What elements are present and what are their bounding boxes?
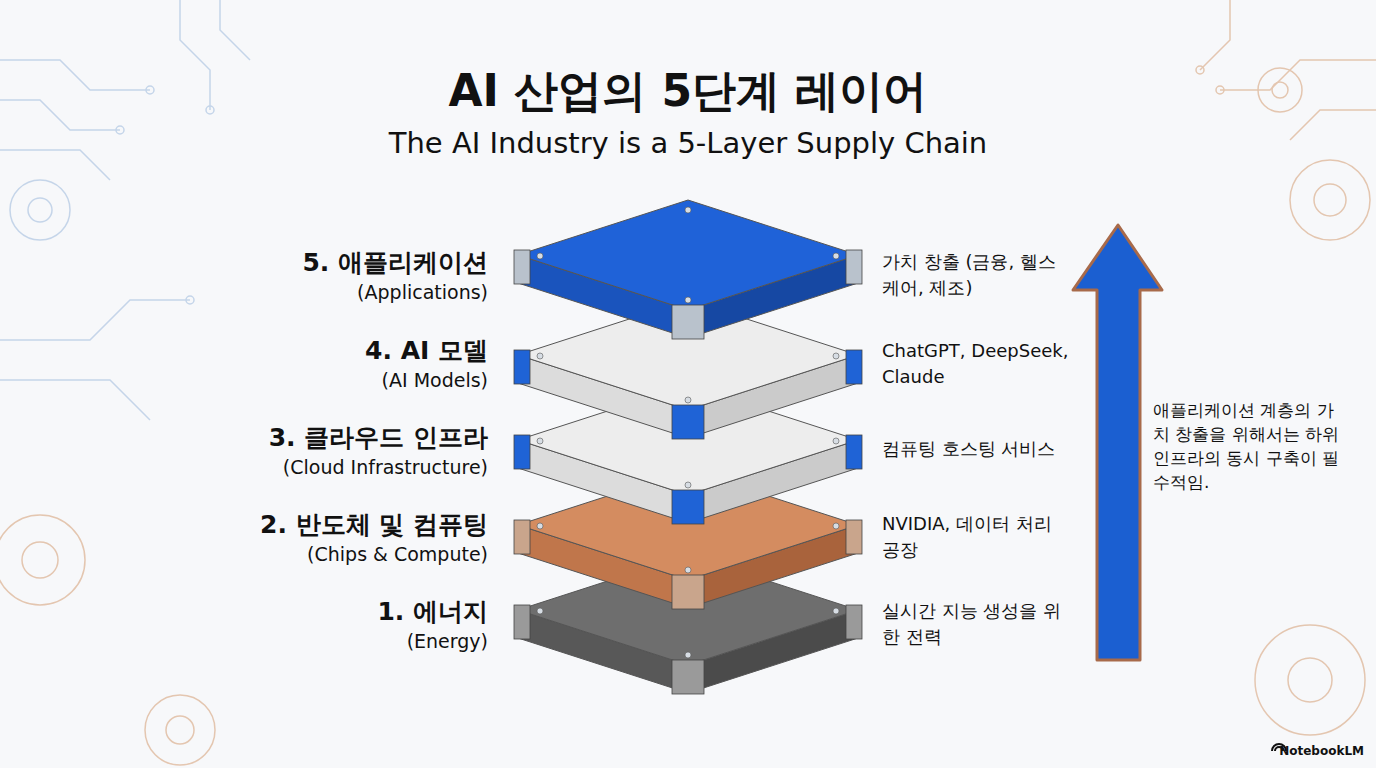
corner-bracket <box>846 605 862 639</box>
layer-subtitle: (Applications) <box>230 279 488 305</box>
slab-face <box>518 470 858 580</box>
up-arrow <box>1073 225 1162 660</box>
screw <box>833 608 839 614</box>
screw <box>537 608 543 614</box>
watermark: NotebookLM <box>1279 744 1364 758</box>
screw <box>685 482 691 488</box>
corner-bracket <box>672 575 704 609</box>
corner-bracket <box>846 350 862 384</box>
layer-description: 실시간 지능 생성을 위한 전력 <box>882 598 1072 650</box>
caption: The AI Industry is a 5-Layer Supply Chai… <box>0 126 1376 160</box>
layer-description: NVIDIA, 데이터 처리 공장 <box>882 511 1072 563</box>
corner-bracket <box>672 660 704 694</box>
screw <box>685 297 691 303</box>
corner-bracket <box>672 490 704 524</box>
screw <box>833 438 839 444</box>
corner-bracket <box>514 520 530 554</box>
slab-face <box>518 555 858 665</box>
screw <box>537 438 543 444</box>
slab-face <box>518 200 858 310</box>
corner-bracket <box>514 605 530 639</box>
screw <box>537 253 543 259</box>
screw <box>833 523 839 529</box>
layer-title: 5. 애플리케이션 <box>230 247 488 279</box>
layer-name: 5. 애플리케이션(Applications) <box>230 247 488 305</box>
screw <box>537 523 543 529</box>
title: AI 산업의 5단계 레이어 <box>0 62 1376 121</box>
corner-bracket <box>846 435 862 469</box>
layer-title: 1. 에너지 <box>230 596 488 628</box>
screw <box>833 253 839 259</box>
screw <box>685 567 691 573</box>
corner-bracket <box>672 305 704 339</box>
layer-title: 3. 클라우드 인프라 <box>230 422 488 454</box>
screw <box>685 207 691 213</box>
layer-subtitle: (Cloud Infrastructure) <box>230 454 488 480</box>
layer-title: 2. 반도체 및 컴퓨팅 <box>230 509 488 541</box>
layer-title: 4. AI 모델 <box>230 335 488 367</box>
corner-bracket <box>846 520 862 554</box>
screw <box>537 353 543 359</box>
layer-subtitle: (Energy) <box>230 628 488 654</box>
layer-row: 1. 에너지(Energy) 실시간 지능 생성을 위한 전력 <box>230 596 1070 666</box>
layer-description: ChatGPT, DeepSeek, Claude <box>882 338 1072 390</box>
screw <box>833 353 839 359</box>
layer-name: 3. 클라우드 인프라(Cloud Infrastructure) <box>230 422 488 480</box>
layer-row: 4. AI 모델(AI Models) ChatGPT, DeepSeek, Cl… <box>230 335 1070 405</box>
layer-description: 가치 창출 (금융, 헬스케어, 제조) <box>882 249 1072 301</box>
corner-bracket <box>514 350 530 384</box>
layer-subtitle: (AI Models) <box>230 367 488 393</box>
layer-name: 4. AI 모델(AI Models) <box>230 335 488 393</box>
slab-face <box>518 385 858 495</box>
screw <box>685 397 691 403</box>
corner-bracket <box>514 435 530 469</box>
arrow-note: 애플리케이션 계층의 가치 창출을 위해서는 하위 인프라의 동시 구축이 필수… <box>1153 398 1343 494</box>
layer-row: 3. 클라우드 인프라(Cloud Infrastructure) 컴퓨팅 호스팅… <box>230 422 1070 492</box>
layer-name: 2. 반도체 및 컴퓨팅(Chips & Compute) <box>230 509 488 567</box>
corner-bracket <box>846 250 862 284</box>
corner-bracket <box>514 250 530 284</box>
corner-bracket <box>672 405 704 439</box>
layer-name: 1. 에너지(Energy) <box>230 596 488 654</box>
layer-row: 2. 반도체 및 컴퓨팅(Chips & Compute) NVIDIA, 데이터… <box>230 509 1070 579</box>
screw <box>685 652 691 658</box>
layer-row: 5. 애플리케이션(Applications) 가치 창출 (금융, 헬스케어, … <box>230 247 1070 317</box>
layer-description: 컴퓨팅 호스팅 서비스 <box>882 436 1072 462</box>
slab-face <box>518 300 858 410</box>
layer-subtitle: (Chips & Compute) <box>230 541 488 567</box>
